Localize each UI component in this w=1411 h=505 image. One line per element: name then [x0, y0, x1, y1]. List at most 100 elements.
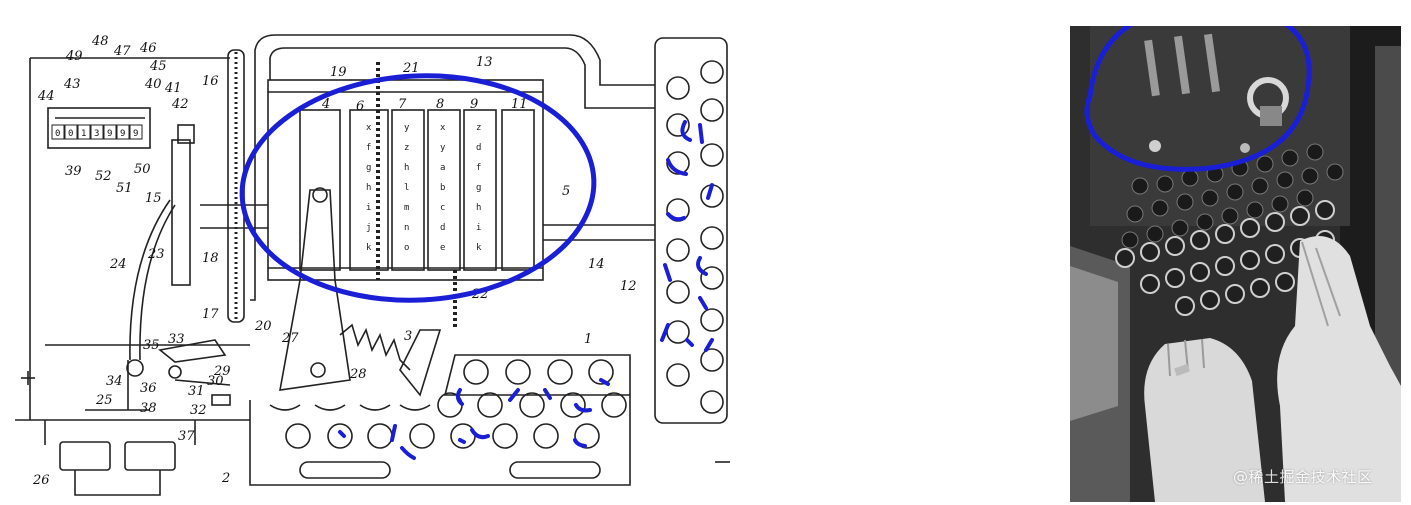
lampboard-lamps — [1121, 143, 1344, 249]
ratchet-column — [171, 139, 191, 286]
keyboard-keys — [1115, 200, 1335, 316]
rotor-letter: d — [440, 223, 445, 233]
callout: 48 — [91, 34, 109, 49]
rotor-letter: y — [440, 143, 446, 153]
callout: 46 — [139, 41, 157, 56]
right-hand — [1277, 236, 1401, 502]
callout: 33 — [168, 332, 185, 347]
rotor-letter: m — [404, 203, 409, 213]
callout: 39 — [65, 164, 82, 179]
rotor-letter: x — [366, 123, 372, 133]
counter-digit: 9 — [120, 129, 125, 139]
callout: 11 — [511, 97, 528, 112]
return-spring — [339, 323, 411, 371]
rotor-letter: j — [366, 223, 371, 233]
rotor-letter: i — [366, 203, 371, 213]
callout: 20 — [254, 319, 272, 334]
callout: 23 — [147, 247, 165, 262]
callout: 16 — [202, 74, 219, 89]
keyboard-base — [249, 354, 631, 486]
callout: 2 — [221, 471, 230, 486]
counter-box — [47, 107, 151, 149]
callout: 25 — [95, 393, 113, 408]
callout: 50 — [134, 162, 151, 177]
lamp-board — [654, 37, 728, 424]
callout: 8 — [436, 97, 444, 112]
rotor-letter: k — [476, 243, 482, 253]
callout: 52 — [95, 169, 112, 184]
rotor-letter: k — [366, 243, 372, 253]
rotor-letter: g — [366, 163, 371, 173]
callout: 29 — [213, 364, 231, 379]
rotor-letter: z — [404, 143, 409, 153]
rotor-letters: x f g h i j k y z h l m n o x y a b c d … — [366, 123, 482, 253]
callout: 26 — [32, 473, 50, 488]
rotor-letter: f — [366, 143, 371, 153]
callout: 27 — [281, 331, 299, 346]
rotor-letter: y — [404, 123, 410, 133]
callout: 28 — [349, 367, 367, 382]
callout: 43 — [63, 77, 81, 92]
callout: 40 — [144, 77, 162, 92]
key-lever — [279, 189, 351, 391]
callout: 35 — [143, 338, 160, 353]
counter-digit: 3 — [94, 129, 99, 139]
rotor-9 — [463, 109, 497, 271]
counter-digit: 0 — [68, 129, 73, 139]
key-row-bottom — [285, 423, 600, 449]
rotor-letter: g — [476, 183, 481, 193]
callout: 13 — [476, 55, 493, 70]
callout: 9 — [470, 97, 478, 112]
callout: 51 — [116, 181, 133, 196]
counter-digit: 9 — [133, 129, 138, 139]
callout: 14 — [588, 257, 605, 272]
callout: 32 — [190, 403, 207, 418]
battery-left — [59, 441, 111, 471]
rotor-7 — [391, 109, 425, 271]
key-annotation-marks — [338, 378, 610, 460]
callout: 18 — [202, 251, 219, 266]
callout: 41 — [164, 81, 182, 96]
callout: 42 — [171, 97, 189, 112]
rotor-letter: n — [404, 223, 409, 233]
callout: 24 — [109, 257, 127, 272]
callout: 19 — [330, 65, 347, 80]
callout: 7 — [398, 97, 407, 112]
callout: 45 — [149, 59, 167, 74]
callout: 31 — [188, 384, 205, 399]
watermark: @稀土掘金技术社区 — [1233, 468, 1373, 486]
rotor-circle-annotation — [239, 73, 597, 303]
rotor-wheels — [1144, 33, 1220, 97]
rotor-letter: h — [404, 163, 409, 173]
rotor-letter: h — [366, 183, 371, 193]
rotor-letter: e — [440, 243, 445, 253]
left-hand — [1144, 338, 1265, 502]
callout: 36 — [140, 381, 157, 396]
callout: 15 — [145, 191, 162, 206]
battery-right — [124, 441, 176, 471]
lamp-annotation-marks — [660, 120, 714, 352]
callout: 4 — [321, 97, 330, 112]
rotor-letter: x — [440, 123, 446, 133]
callout: 5 — [562, 184, 570, 199]
callout: 6 — [356, 99, 364, 114]
callouts: 49 48 47 46 45 43 41 40 44 42 39 52 51 5… — [32, 34, 637, 488]
callout: 12 — [620, 279, 637, 294]
callout: 38 — [140, 401, 157, 416]
callout: 47 — [113, 44, 131, 59]
rotor-housing — [267, 79, 544, 281]
enigma-patent-drawing: 0 0 1 3 9 9 9 x f g h i j k y z h l m n … — [15, 34, 730, 496]
rotor-letter: o — [404, 243, 409, 253]
counter-digit: 1 — [81, 129, 86, 139]
cable-24 — [129, 199, 171, 361]
callout: 3 — [404, 329, 412, 344]
photo-rotor-circle-annotation — [1084, 26, 1312, 172]
rotor-letter: f — [476, 163, 481, 173]
callout: 30 — [207, 374, 224, 389]
counter-digit: 9 — [107, 129, 112, 139]
rotor-11 — [501, 109, 535, 271]
callout: 37 — [178, 429, 195, 444]
switch-29 — [158, 339, 227, 363]
callout: 44 — [37, 89, 55, 104]
rotor-8 — [427, 109, 461, 271]
